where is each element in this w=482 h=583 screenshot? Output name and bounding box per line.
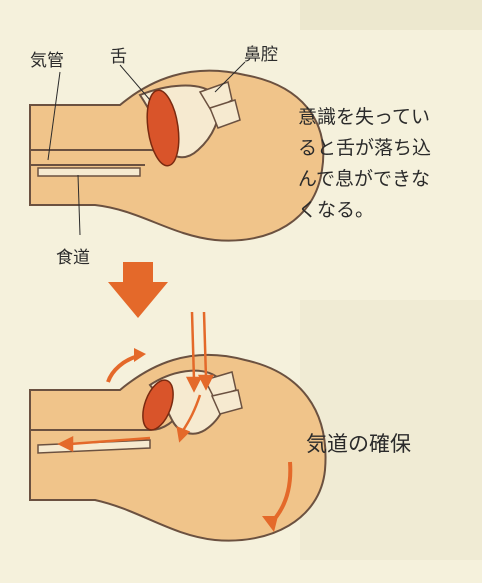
label-nasal-cavity: 鼻腔 — [244, 40, 278, 65]
label-esophagus: 食道 — [56, 243, 90, 268]
caption-line: ると舌が落ち込 — [298, 133, 431, 164]
caption-line: んで息ができな — [298, 164, 431, 195]
caption-line: 意識を失ってい — [298, 102, 431, 133]
caption-airway-secured: 気道の確保 — [306, 428, 411, 458]
caption-unconscious: 意識を失ってい ると舌が落ち込 んで息ができな くなる。 — [298, 102, 431, 226]
label-tongue: 舌 — [110, 42, 127, 67]
label-trachea: 気管 — [30, 46, 64, 71]
caption-line: くなる。 — [298, 195, 431, 226]
